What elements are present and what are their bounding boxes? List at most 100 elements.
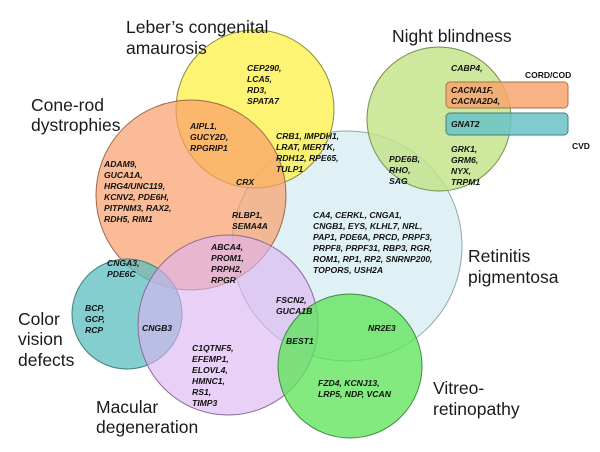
gene-line: ELOVL4, xyxy=(192,365,228,375)
gene-line: TOPORS, USH2A xyxy=(313,265,383,275)
macular-degeneration-title: Macular degeneration xyxy=(96,397,198,437)
color-vision-title-line-1: Color xyxy=(18,309,60,329)
gene-line: PITPNM3, RAX2, xyxy=(104,203,171,213)
genes-rp-vitreo: NR2E3 xyxy=(368,323,396,333)
vitreo-title-line-1: Vitreo- xyxy=(433,378,484,398)
gene-line: BCP, xyxy=(85,303,104,313)
cone-rod-title-line-1: Cone-rod xyxy=(31,95,104,115)
genes-leber-only: CEP290, LCA5, RD3, SPATA7 xyxy=(247,63,284,106)
genes-cone-rod-rp-macular: ABCA4, PROM1, PRPH2, RPGR xyxy=(210,242,246,285)
gene-line: RDH5, RIM1 xyxy=(104,214,153,224)
gene-line: GNAT2 xyxy=(451,119,480,129)
gene-line: PRPH2, xyxy=(211,264,242,274)
gene-line: CNGA3, xyxy=(107,258,139,268)
gene-line: RD3, xyxy=(247,85,267,95)
leber-title: Leber’s congenital amaurosis xyxy=(126,17,273,58)
night-blindness-title-line-1: Night blindness xyxy=(392,26,512,46)
night-blindness-title: Night blindness xyxy=(392,26,512,46)
genes-color-macular: CNGB3 xyxy=(142,323,172,333)
gene-line: NR2E3 xyxy=(368,323,396,333)
gene-line: RPGRIP1 xyxy=(190,143,228,153)
gene-line: ADAM9, xyxy=(103,159,137,169)
genes-night-cord: CACNA1F, CACNA2D4, xyxy=(451,85,500,106)
retinitis-title-line-2: pigmentosa xyxy=(468,267,559,287)
gene-line: CNGB3 xyxy=(142,323,172,333)
genes-cone-rod-rp: RLBP1, SEMA4A xyxy=(232,210,268,231)
genes-cone-rod-color: CNGA3, PDE6C xyxy=(107,258,142,279)
gene-line: GRK1, xyxy=(451,144,477,154)
gene-line: GCP, xyxy=(85,314,105,324)
gene-line: CABP4, xyxy=(451,63,483,73)
gene-line: RPGR xyxy=(211,275,237,285)
genes-night-cvd: GNAT2 xyxy=(451,119,480,129)
gene-line: CACNA2D4, xyxy=(451,96,500,106)
gene-line: CNGB1, EYS, KLHL7, NRL, xyxy=(313,221,422,231)
retinitis-pigmentosa-title: Retinitis pigmentosa xyxy=(468,246,559,287)
genes-macular-only: C1QTNF5, EFEMP1, ELOVL4, HMNC1, RS1, TIM… xyxy=(192,343,236,408)
gene-line: NYX, xyxy=(451,166,471,176)
gene-line: ABCA4, xyxy=(210,242,243,252)
retinitis-title-line-1: Retinitis xyxy=(468,246,530,266)
macular-title-line-1: Macular xyxy=(96,397,158,417)
gene-line: FSCN2, xyxy=(276,295,307,305)
vitreo-retinopathy-circle xyxy=(277,293,423,439)
cvd-tag-box xyxy=(445,112,569,136)
cvd-tag-label: CVD xyxy=(572,141,590,151)
gene-line: RCP xyxy=(85,325,103,335)
genes-color-only: BCP, GCP, RCP xyxy=(85,303,107,335)
gene-line: SEMA4A xyxy=(232,221,268,231)
cord-cod-tag-box xyxy=(445,81,569,109)
genes-night-lower: GRK1, GRM6, NYX, TRPM1 xyxy=(451,144,481,187)
genes-best: BEST1 xyxy=(286,336,314,346)
gene-line: CACNA1F, xyxy=(451,85,494,95)
gene-line: RLBP1, xyxy=(232,210,263,220)
gene-line: GRM6, xyxy=(451,155,478,165)
gene-line: GUCY2D, xyxy=(190,132,228,142)
leber-title-line-2: amaurosis xyxy=(126,38,207,58)
gene-line: AIPL1, xyxy=(189,121,217,131)
gene-line: RDH12, RPE65, xyxy=(276,153,339,163)
vitreo-title-line-2: retinopathy xyxy=(433,399,520,419)
gene-line: CRX xyxy=(236,177,255,187)
gene-line: PDE6C xyxy=(107,269,136,279)
genes-cone-rod-only: ADAM9, GUCA1A, HRG4/UNC119, KCNV2, PDE6H… xyxy=(103,159,174,224)
genes-vitreo-only: FZD4, KCNJ13, LRP5, NDP, VCAN xyxy=(318,378,392,399)
gene-line: TULP1 xyxy=(276,164,303,174)
gene-line: TIMP3 xyxy=(192,398,218,408)
genes-rp-only: CA4, CERKL, CNGA1, CNGB1, EYS, KLHL7, NR… xyxy=(313,210,435,275)
genes-rp-macular: FSCN2, GUCA1B xyxy=(276,295,312,316)
gene-line: PRPF8, PRPF31, RBP3, RGR, xyxy=(313,243,432,253)
gene-line: PROM1, xyxy=(211,253,244,263)
gene-line: GUCA1A, xyxy=(104,170,143,180)
genes-night-rp: PDE6B, RHO, SAG xyxy=(389,154,422,186)
genes-leber-rp: CRB1, IMPDH1, LRAT, MERTK, RDH12, RPE65,… xyxy=(276,131,341,174)
gene-line: CA4, CERKL, CNGA1, xyxy=(313,210,402,220)
genes-night-only: CABP4, xyxy=(451,63,483,73)
gene-line: CRB1, IMPDH1, xyxy=(276,131,339,141)
cord-cod-tag-label: CORD/COD xyxy=(525,70,571,80)
color-vision-title: Color vision defects xyxy=(18,309,75,370)
genes-crx: CRX xyxy=(236,177,255,187)
gene-line: KCNV2, PDE6H, xyxy=(104,192,169,202)
gene-line: SAG xyxy=(389,176,408,186)
gene-line: CEP290, xyxy=(247,63,281,73)
gene-line: EFEMP1, xyxy=(192,354,229,364)
gene-line: LRP5, NDP, VCAN xyxy=(318,389,392,399)
gene-line: HMNC1, xyxy=(192,376,225,386)
genes-cone-rod-leber: AIPL1, GUCY2D, RPGRIP1 xyxy=(189,121,231,153)
macular-title-line-2: degeneration xyxy=(96,417,198,437)
gene-line: C1QTNF5, xyxy=(192,343,234,353)
gene-line: PDE6B, xyxy=(389,154,420,164)
vitreo-retinopathy-title: Vitreo- retinopathy xyxy=(433,378,520,419)
gene-line: SPATA7 xyxy=(247,96,280,106)
gene-line: LRAT, MERTK, xyxy=(276,142,335,152)
gene-line: HRG4/UNC119, xyxy=(104,181,165,191)
gene-line: RHO, xyxy=(389,165,410,175)
cone-rod-title-line-2: dystrophies xyxy=(31,115,121,135)
gene-line: ROM1, RP1, RP2, SNRNP200, xyxy=(313,254,432,264)
color-vision-title-line-2: vision xyxy=(18,329,63,349)
gene-line: PAP1, PDE6A, PRCD, PRPF3, xyxy=(313,232,432,242)
color-vision-title-line-3: defects xyxy=(18,350,75,370)
gene-line: RS1, xyxy=(192,387,211,397)
